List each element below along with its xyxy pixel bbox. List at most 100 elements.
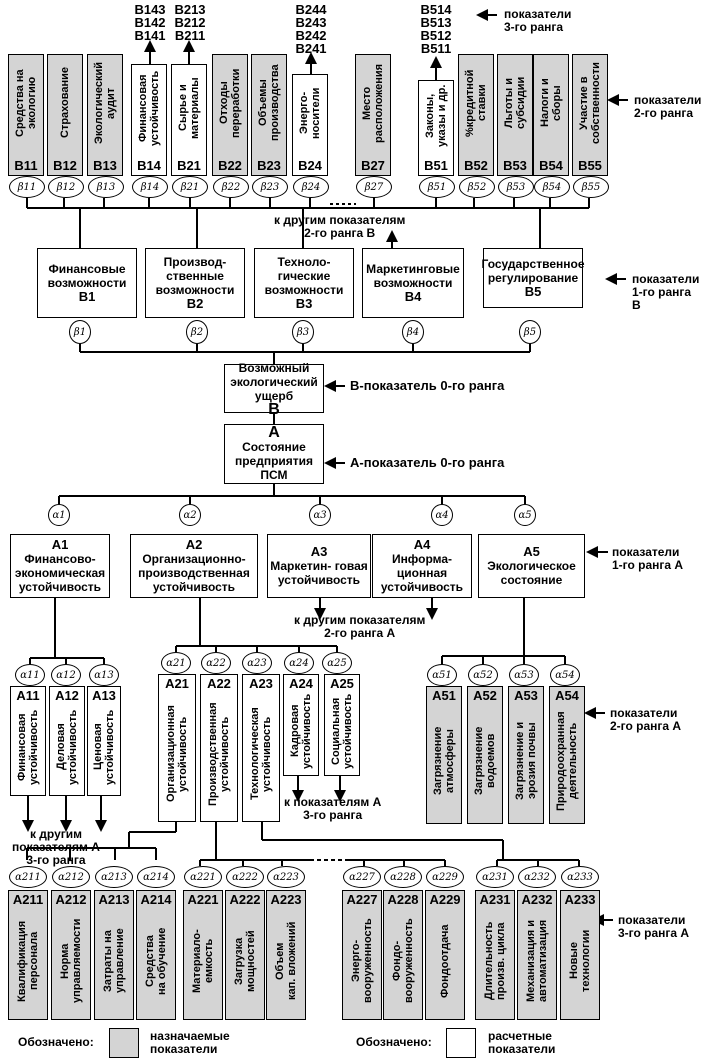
a3-node-0-text: Квалификация персонала (16, 920, 40, 1002)
a3-weight-0: α211 (9, 866, 47, 888)
a3-node-0-code: A211 (12, 892, 44, 907)
b3-stack-b51: B514 B513 B512 B511 (420, 2, 452, 56)
a3-weight-3: α214 (137, 866, 175, 888)
a2-node-8-code: A51 (432, 688, 456, 703)
a2-weight-11: α54 (550, 664, 580, 686)
a1-weight-3: α4 (431, 504, 453, 526)
a2-node-10-code: A53 (514, 688, 538, 703)
a3-node-2-code: A213 (98, 892, 130, 907)
a2-node-1-text: Деловая устойчивость (55, 709, 79, 785)
b3-stack-b24: B244 B243 B242 B241 (295, 2, 327, 56)
a3-node-4-code: A221 (187, 892, 219, 907)
a2-weight-2: α13 (89, 664, 119, 686)
b1-node-0-text: Финансовые возможности (47, 262, 127, 290)
b3-stack-b21: B213 B212 B211 (174, 2, 206, 43)
a3-node-4-text: Материало- емкость (191, 929, 215, 993)
a2-node-11-code: A54 (555, 688, 579, 703)
b2-node-7-code: B24 (298, 158, 322, 173)
b2-weight-1: β12 (48, 176, 84, 198)
a1-node-4-code: A5 (523, 544, 540, 559)
b2-node-0-code: B11 (14, 158, 38, 173)
a3-node-8-code: A228 (387, 892, 419, 907)
a2-node-9-code: A52 (473, 688, 497, 703)
b2-node-8-text: Место расположения (361, 63, 385, 143)
a2-weight-6: α24 (284, 652, 314, 674)
b1-weight-2: β3 (292, 320, 314, 344)
a3-node-3-text: Средства на обучение (144, 927, 168, 995)
b1-node-3-code: B4 (404, 289, 422, 304)
a2-weight-7: α25 (322, 652, 352, 674)
b2-node-1-text: Страхование (59, 67, 71, 139)
node-root-a-text: Состояние предприятия ПСМ (234, 440, 314, 482)
rank-label-a1: показатели 1-го ранга A (612, 545, 684, 572)
a2-node-1: Деловая устойчивость A12 (49, 686, 85, 796)
rank-label-b2: показатели 2-го ранга (634, 93, 701, 120)
legend-white-swatch (446, 1028, 476, 1058)
b2-weight-4: β21 (172, 176, 208, 198)
b2-weight-6: β23 (252, 176, 288, 198)
legend-gray-swatch (109, 1028, 139, 1058)
b2-weight-11: β53 (498, 176, 534, 198)
b1-node-0-code: B1 (78, 289, 96, 304)
b1-node-1-code: B2 (186, 296, 204, 311)
a2-weight-8: α51 (427, 664, 457, 686)
a2-node-11-text: Природоохранная деятельность (555, 711, 579, 811)
a3-node-9-code: A229 (429, 892, 461, 907)
a2-weight-0: α11 (15, 664, 45, 686)
a3-weight-6: α223 (267, 866, 305, 888)
rank-label-a3: показатели 3-го ранга A (618, 913, 690, 940)
b1-node-3-text: Маркетинговые возможности (366, 262, 460, 290)
b2-node-6-text: Объемы производства (257, 64, 281, 142)
a2-node-4-text: Производственная устойчивость (207, 702, 231, 806)
node-top-b-code: B (268, 400, 280, 418)
b2-node-2-code: B13 (93, 158, 117, 173)
a3-node-11-code: A232 (521, 892, 553, 907)
a2-node-7-text: Социальная устойчивость (330, 693, 354, 769)
b2-node-7-text: Энерго- носители (298, 87, 322, 139)
a1-node-1-text: Организационно- производственная устойчи… (138, 552, 250, 594)
b2-weight-5: β22 (213, 176, 249, 198)
root-a-note: A-показатель 0-го ранга (350, 455, 505, 470)
b2-node-10-code: B52 (464, 158, 488, 173)
a3-node-9-text: Фондоотдача (439, 924, 451, 998)
b2-node-6-code: B23 (257, 158, 281, 173)
node-root-a: A Состояние предприятия ПСМ (224, 424, 324, 484)
b2-node-5-code: B22 (218, 158, 242, 173)
b2-node-12-code: B54 (539, 158, 563, 173)
a3-node-10-code: A231 (479, 892, 511, 907)
b1-weight-4: β5 (519, 320, 541, 344)
b2-node-5-text: Отходы переработки (218, 68, 242, 138)
a2-node-6-code: A24 (289, 676, 313, 691)
b2-weight-2: β13 (88, 176, 124, 198)
a3-weight-11: α232 (518, 866, 556, 888)
a2-node-3-code: A21 (165, 676, 189, 691)
a3-node-12-text: Новые технологии (568, 929, 592, 993)
a2-node-1-code: A12 (55, 688, 79, 703)
a3-weight-10: α231 (476, 866, 514, 888)
b1-node-1-text: Производ- ственные возможности (155, 255, 235, 297)
a3-node-5-text: Загрузка мощностей (233, 930, 257, 992)
a1-node-3-code: A4 (413, 537, 431, 552)
b2-weight-13: β55 (573, 176, 609, 198)
a3-weight-5: α222 (226, 866, 264, 888)
a1-node-1-code: A2 (185, 537, 203, 552)
